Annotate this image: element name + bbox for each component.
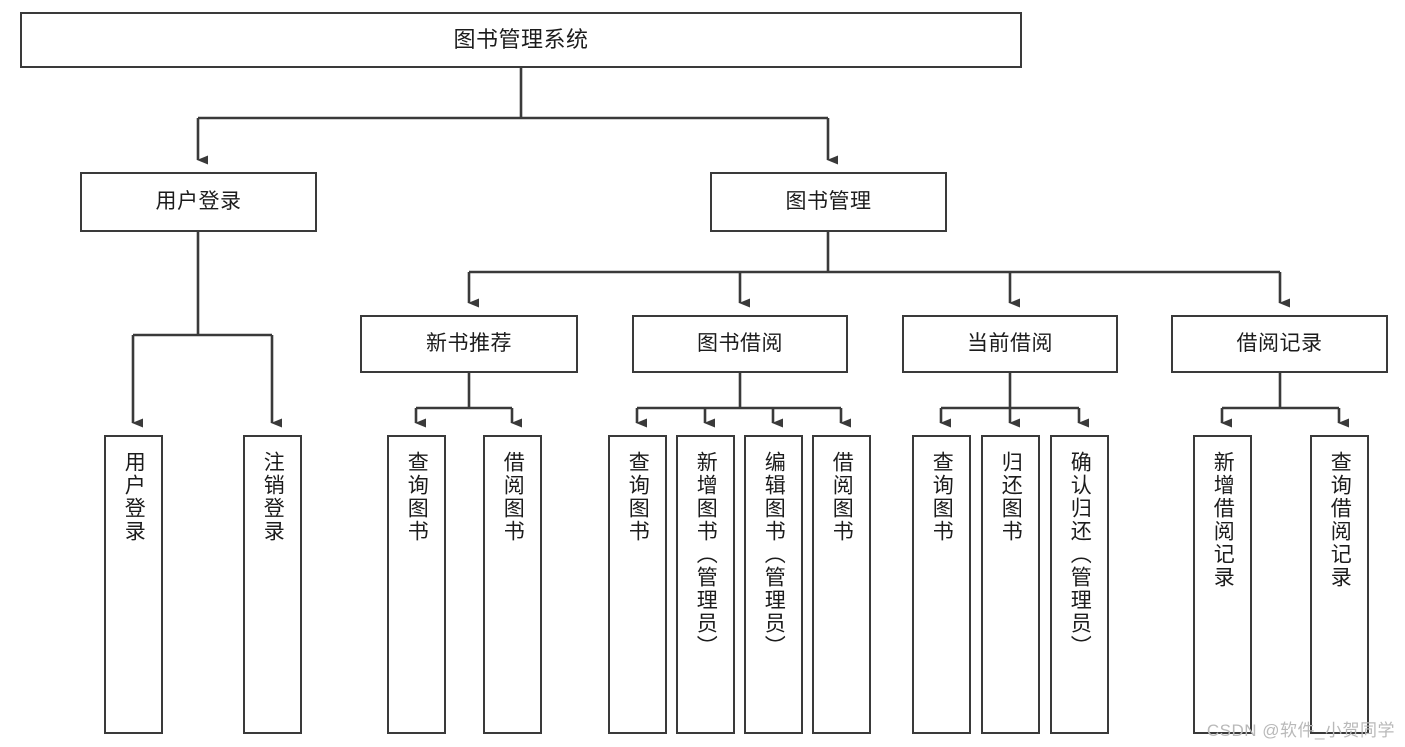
node-label: 归还图书 <box>999 451 1023 543</box>
leaf-book-borrow-query-book[interactable]: 查询图书 <box>608 435 667 734</box>
node-user-login[interactable]: 用户登录 <box>80 172 317 232</box>
node-label: 用户登录 <box>122 451 146 543</box>
node-label: 新增借阅记录 <box>1211 451 1235 589</box>
leaf-user-login-signout[interactable]: 注销登录 <box>243 435 302 734</box>
leaf-new-book-query-book[interactable]: 查询图书 <box>387 435 446 734</box>
node-book-management[interactable]: 图书管理 <box>710 172 947 232</box>
leaf-borrow-record-query-record[interactable]: 查询借阅记录 <box>1310 435 1369 734</box>
node-label: 当前借阅 <box>967 331 1053 355</box>
node-label: 查询图书 <box>405 451 429 543</box>
node-label: 用户登录 <box>155 189 242 213</box>
node-label: 查询图书 <box>626 451 650 543</box>
node-label: 借阅图书 <box>501 451 525 543</box>
node-label: 图书管理系统 <box>453 27 589 53</box>
leaf-new-book-borrow-book[interactable]: 借阅图书 <box>483 435 542 734</box>
node-new-book-recommend[interactable]: 新书推荐 <box>360 315 578 373</box>
node-label: 确认归还（管理员） <box>1068 451 1092 658</box>
leaf-current-borrow-return-book[interactable]: 归还图书 <box>981 435 1040 734</box>
node-book-borrow[interactable]: 图书借阅 <box>632 315 848 373</box>
node-label: 查询借阅记录 <box>1328 451 1352 589</box>
node-label: 编辑图书（管理员） <box>762 451 786 658</box>
node-label: 新增图书（管理员） <box>694 451 718 658</box>
node-label: 查询图书 <box>930 451 954 543</box>
node-label: 图书管理 <box>785 189 872 213</box>
node-current-borrow[interactable]: 当前借阅 <box>902 315 1118 373</box>
csdn-watermark: CSDN @软件_小贺同学 <box>1206 721 1395 740</box>
leaf-book-borrow-add-book-admin[interactable]: 新增图书（管理员） <box>676 435 735 734</box>
leaf-borrow-record-add-record[interactable]: 新增借阅记录 <box>1193 435 1252 734</box>
leaf-user-login-signin[interactable]: 用户登录 <box>104 435 163 734</box>
node-label: 注销登录 <box>261 451 285 543</box>
node-label: 图书借阅 <box>697 331 783 355</box>
node-borrow-record[interactable]: 借阅记录 <box>1171 315 1388 373</box>
node-label: 借阅记录 <box>1236 331 1323 355</box>
node-label: 借阅图书 <box>830 451 854 543</box>
node-root-book-management-system[interactable]: 图书管理系统 <box>20 12 1022 68</box>
leaf-book-borrow-borrow-book[interactable]: 借阅图书 <box>812 435 871 734</box>
leaf-current-borrow-query-book[interactable]: 查询图书 <box>912 435 971 734</box>
node-label: 新书推荐 <box>426 331 512 355</box>
leaf-current-borrow-confirm-return-admin[interactable]: 确认归还（管理员） <box>1050 435 1109 734</box>
leaf-book-borrow-edit-book-admin[interactable]: 编辑图书（管理员） <box>744 435 803 734</box>
